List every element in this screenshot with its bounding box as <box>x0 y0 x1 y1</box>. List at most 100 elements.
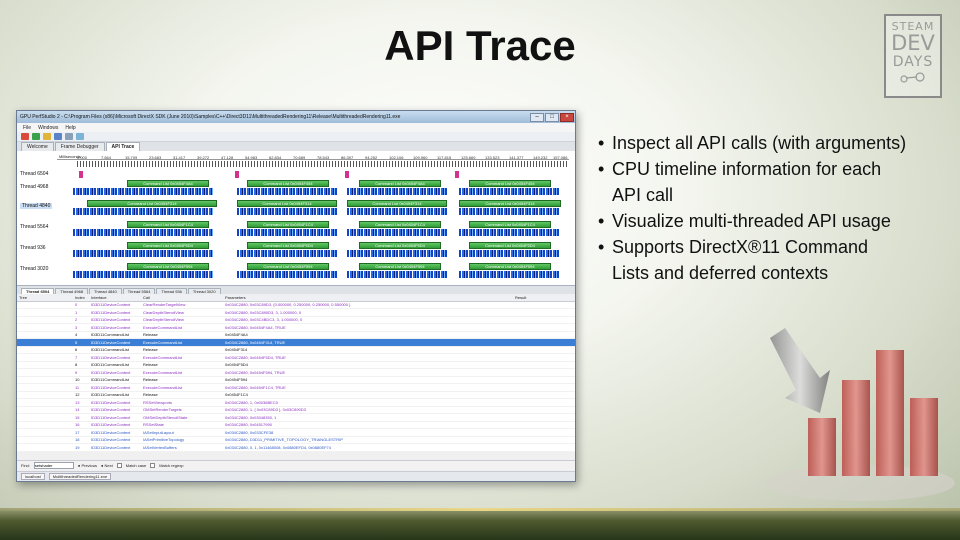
command-list-bar[interactable]: Command List 0x0454F5D4 <box>359 242 441 249</box>
thread-label[interactable]: Thread 4840 <box>20 203 53 209</box>
command-list-bar[interactable]: Command List 0x0454F594 <box>359 263 441 270</box>
column-header-call[interactable]: Call <box>141 294 223 302</box>
command-list-bar[interactable]: Command List 0x0454F1C4 <box>469 221 551 228</box>
thread-tab[interactable]: Thread 6504 <box>21 288 55 294</box>
api-calls-strip[interactable] <box>237 250 337 257</box>
capture-icon[interactable] <box>54 133 62 140</box>
api-calls-strip[interactable] <box>459 188 559 195</box>
api-calls-strip[interactable] <box>459 208 559 215</box>
find-input[interactable] <box>33 462 74 469</box>
pause-icon[interactable] <box>43 133 51 140</box>
minimize-button[interactable]: – <box>530 112 544 122</box>
api-calls-strip[interactable] <box>73 188 213 195</box>
maximize-button[interactable]: □ <box>545 112 559 122</box>
command-list-bar[interactable]: Command List 0x0454F4A4 <box>359 180 441 187</box>
column-header-interface[interactable]: Interface <box>89 294 141 302</box>
column-header-tree[interactable]: Tree <box>17 294 73 302</box>
column-header-parameters[interactable]: Parameters <box>223 294 513 302</box>
api-calls-strip[interactable] <box>347 188 447 195</box>
api-calls-strip[interactable] <box>459 250 559 257</box>
tab-frame-debugger[interactable]: Frame Debugger <box>54 142 105 151</box>
command-list-bar[interactable]: Command List 0x0454F314 <box>87 200 217 207</box>
api-call-marker[interactable] <box>235 171 239 178</box>
thread-label[interactable]: Thread 936 <box>20 245 46 251</box>
menu-help[interactable]: Help <box>65 124 76 131</box>
api-calls-strip[interactable] <box>347 271 447 278</box>
thread-tab[interactable]: Thread 4840 <box>89 288 122 294</box>
command-list-bar[interactable]: Command List 0x0454F5D4 <box>127 242 209 249</box>
command-list-bar[interactable]: Command List 0x0454F1C4 <box>359 221 441 228</box>
api-call-marker[interactable] <box>345 171 349 178</box>
api-calls-strip[interactable] <box>459 229 559 236</box>
refresh-icon[interactable] <box>76 133 84 140</box>
api-calls-strip[interactable] <box>347 208 447 215</box>
command-list-bar[interactable]: Command List 0x0454F454 <box>247 180 329 187</box>
column-header-result[interactable]: Result <box>513 294 575 302</box>
thread-tab[interactable]: Thread 5564 <box>122 288 156 294</box>
api-calls-strip[interactable] <box>347 250 447 257</box>
tab-welcome[interactable]: Welcome <box>21 142 54 151</box>
command-list-bar[interactable]: Command List 0x0454F314 <box>347 200 447 207</box>
api-call-marker[interactable] <box>455 171 459 178</box>
column-header-index[interactable]: Index <box>73 294 89 302</box>
menu-windows[interactable]: Windows <box>38 124 59 131</box>
settings-icon[interactable] <box>65 133 73 140</box>
command-list-bar[interactable]: Command List 0x0454F4A4 <box>127 180 209 187</box>
command-list-bar[interactable]: Command List 0x0454F594 <box>247 263 329 270</box>
tab-api-trace[interactable]: API Trace <box>105 142 141 151</box>
thread-timeline[interactable]: Milliseconds 0.000 7.664 15.709 23.683 3… <box>17 151 575 286</box>
thread-label[interactable]: Thread 3020 <box>20 266 49 272</box>
thread-label[interactable]: Thread 6504 <box>20 171 49 177</box>
api-calls-strip[interactable] <box>73 208 213 215</box>
api-calls-strip[interactable] <box>73 271 213 278</box>
play-icon[interactable] <box>32 133 40 140</box>
command-list-bar[interactable]: Command List 0x0454F5D4 <box>469 242 551 249</box>
api-calls-strip[interactable] <box>237 271 337 278</box>
command-list-bar[interactable]: Command List 0x0454F454 <box>469 180 551 187</box>
thread-tab[interactable]: Thread 3020 <box>187 288 221 294</box>
api-calls-strip[interactable] <box>347 229 447 236</box>
command-list-bar[interactable]: Command List 0x0454F594 <box>127 263 209 270</box>
match-regexp-checkbox[interactable] <box>150 463 156 468</box>
api-calls-strip[interactable] <box>237 188 337 195</box>
command-list-bar[interactable]: Command List 0x0454F5D4 <box>247 242 329 249</box>
command-list-bar[interactable]: Command List 0x0454F314 <box>459 200 561 207</box>
command-list-bar[interactable]: Command List 0x0454F314 <box>237 200 337 207</box>
api-calls-strip[interactable] <box>459 271 559 278</box>
thread-tab[interactable]: Thread 936 <box>156 288 187 294</box>
previous-button[interactable]: ● Previous <box>77 463 97 468</box>
command-list-bar[interactable]: Command List 0x0454F594 <box>469 263 551 270</box>
menu-file[interactable]: File <box>23 124 32 131</box>
api-calls-strip[interactable] <box>73 229 213 236</box>
thread-label[interactable]: Thread 4968 <box>20 184 49 190</box>
api-calls-strip[interactable] <box>237 229 337 236</box>
api-calls-strip[interactable] <box>73 250 213 257</box>
command-list-bar[interactable]: Command List 0x0454F1C4 <box>247 221 329 228</box>
api-calls-strip[interactable] <box>237 208 337 215</box>
thread-tab[interactable]: Thread 4968 <box>55 288 89 294</box>
api-call-marker[interactable] <box>79 171 83 178</box>
thread-label[interactable]: Thread 5564 <box>20 224 49 230</box>
command-list-bar[interactable]: Command List 0x0454F1C4 <box>127 221 209 228</box>
close-button[interactable]: × <box>560 112 574 122</box>
match-case-checkbox[interactable] <box>116 463 122 468</box>
